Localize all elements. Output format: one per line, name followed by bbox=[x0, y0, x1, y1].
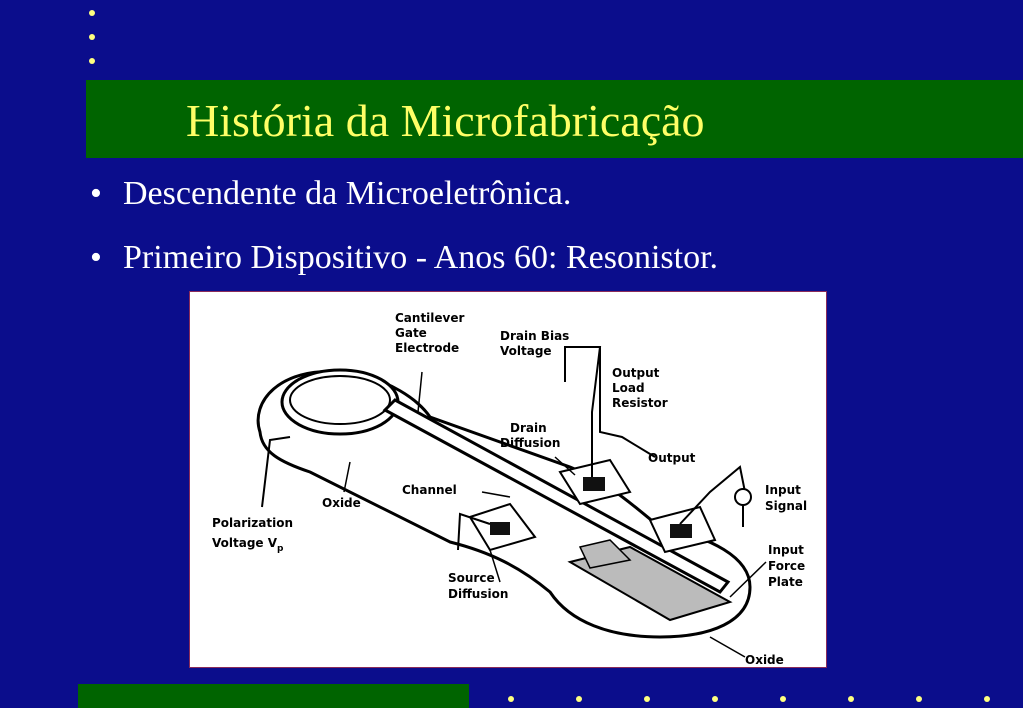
ac-source-symbol bbox=[734, 488, 752, 506]
label-cantilever-2: Gate bbox=[395, 326, 427, 340]
decorative-dots-top bbox=[89, 10, 95, 82]
label-polarization-1: Polarization bbox=[212, 516, 293, 530]
source-contact bbox=[490, 522, 510, 535]
label-oxide-bottom: Oxide bbox=[745, 653, 784, 667]
label-input-force-3: Plate bbox=[768, 575, 803, 589]
source-wire bbox=[457, 512, 491, 551]
label-input-signal-2: Signal bbox=[765, 499, 807, 513]
leader-oxide-bottom bbox=[709, 636, 746, 658]
title-band bbox=[86, 80, 1023, 158]
label-channel: Channel bbox=[402, 483, 457, 497]
bullet-item: • Primeiro Dispositivo - Anos 60: Resonis… bbox=[90, 240, 718, 276]
label-drain-bias-2: Voltage bbox=[500, 344, 552, 358]
label-polarization-2: Voltage Vp bbox=[212, 536, 284, 554]
label-source-diffusion-2: Diffusion bbox=[448, 587, 508, 601]
dot bbox=[89, 10, 95, 16]
bullet-list: • Descendente da Microeletrônica. • Primei… bbox=[90, 176, 718, 304]
bullet-symbol: • bbox=[90, 175, 102, 212]
label-oxide-left: Oxide bbox=[322, 496, 361, 510]
dot bbox=[848, 696, 854, 702]
resonistor-diagram: Cantilever Gate Electrode Drain Bias Vol… bbox=[189, 291, 827, 668]
leader-cantilever bbox=[417, 371, 423, 413]
dot bbox=[712, 696, 718, 702]
leader-oxide-left bbox=[343, 461, 351, 493]
input-contact bbox=[670, 524, 692, 538]
bullet-text: Descendente da Microeletrônica. bbox=[123, 175, 572, 212]
leader-channel bbox=[481, 491, 511, 498]
label-polarization-subscript: p bbox=[277, 544, 284, 554]
label-output: Output bbox=[648, 451, 696, 465]
label-output-load-2: Load bbox=[612, 381, 645, 395]
cantilever-beam bbox=[382, 398, 731, 594]
drain-bias-wire bbox=[564, 346, 602, 477]
gate-electrode-inner bbox=[289, 375, 391, 425]
label-cantilever-1: Cantilever bbox=[395, 311, 465, 325]
label-drain-diffusion-1: Drain bbox=[510, 421, 547, 435]
force-plate-segment bbox=[578, 539, 632, 569]
drain-contact bbox=[583, 477, 605, 491]
slide-title: História da Microfabricação bbox=[186, 95, 705, 146]
label-cantilever-3: Electrode bbox=[395, 341, 459, 355]
leader-source-diffusion bbox=[489, 549, 501, 583]
label-input-force-2: Force bbox=[768, 559, 805, 573]
label-polarization-text: Voltage V bbox=[212, 536, 278, 550]
dot bbox=[508, 696, 514, 702]
dot bbox=[644, 696, 650, 702]
label-input-signal-1: Input bbox=[765, 483, 801, 497]
dot bbox=[89, 58, 95, 64]
diagram-drawing: Cantilever Gate Electrode Drain Bias Vol… bbox=[212, 311, 807, 667]
label-output-load-3: Resistor bbox=[612, 396, 668, 410]
bullet-symbol: • bbox=[90, 239, 102, 276]
label-source-diffusion-1: Source bbox=[448, 571, 495, 585]
bullet-item: • Descendente da Microeletrônica. bbox=[90, 176, 718, 212]
input-signal-wire bbox=[679, 465, 746, 525]
dot bbox=[89, 34, 95, 40]
dot bbox=[780, 696, 786, 702]
polarization-wire bbox=[261, 436, 291, 508]
dot bbox=[984, 696, 990, 702]
dot bbox=[576, 696, 582, 702]
leader-drain-diffusion bbox=[554, 456, 576, 476]
bullet-text: Primeiro Dispositivo - Anos 60: Resonist… bbox=[123, 239, 719, 276]
label-drain-bias-1: Drain Bias bbox=[500, 329, 569, 343]
bottom-band bbox=[78, 684, 469, 708]
dot bbox=[916, 696, 922, 702]
output-wire bbox=[599, 347, 656, 458]
leader-force-plate bbox=[729, 561, 767, 598]
label-input-force-1: Input bbox=[768, 543, 804, 557]
label-output-load-1: Output bbox=[612, 366, 660, 380]
label-drain-diffusion-2: Diffusion bbox=[500, 436, 560, 450]
